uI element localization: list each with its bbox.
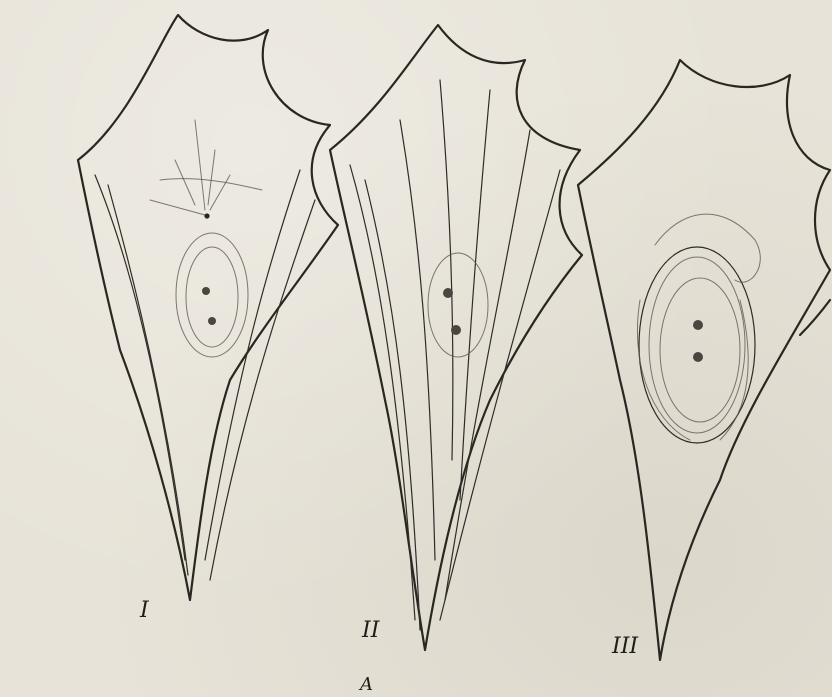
figure-caption-label: A xyxy=(360,676,373,694)
cell-1-outline xyxy=(78,15,338,600)
panel-label-1: I xyxy=(140,600,149,622)
cell-2 xyxy=(330,25,582,650)
cell-3 xyxy=(578,60,830,660)
cell-1 xyxy=(78,15,338,600)
cell-3-outline xyxy=(578,60,830,660)
panel-label-3: III xyxy=(612,636,638,658)
panel-label-2: II xyxy=(362,620,379,642)
